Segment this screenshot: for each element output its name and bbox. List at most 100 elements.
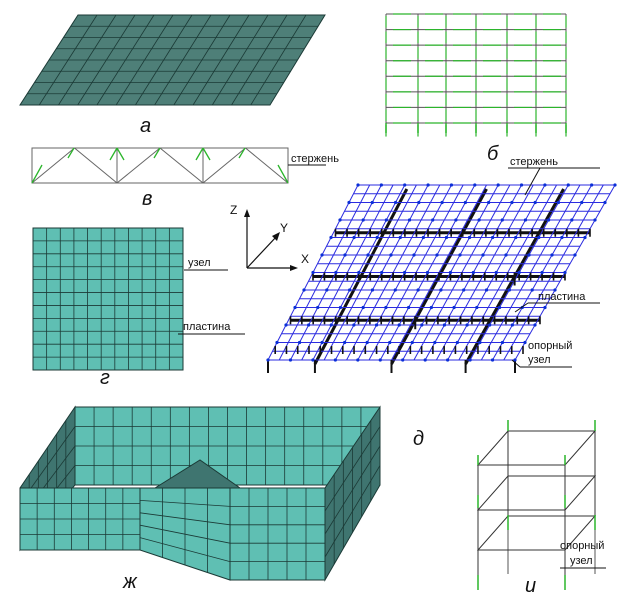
figure-d-node-dot (347, 200, 351, 205)
figure-d-node-dot (343, 253, 347, 257)
figure-d-node-dot (356, 358, 360, 362)
figure-d-node-dot (465, 323, 469, 327)
figure-d-node-dot (543, 183, 547, 187)
figure-d-node-dot (403, 270, 407, 275)
figure-d-node-dot (338, 218, 342, 222)
figure-d-node-dot (398, 235, 402, 240)
figure-d-node-dot (352, 235, 356, 240)
figure-d-node-dot (523, 218, 528, 222)
figure-d-node-dot (496, 183, 500, 187)
figure-d-node-dot (370, 200, 374, 205)
figure-d-node-dot (442, 323, 447, 327)
figure-v-diagonal (74, 147, 118, 184)
figure-v-bar-accent (67, 147, 75, 159)
figure-d-node-dot (467, 235, 472, 240)
figure-v-bar-accent (238, 147, 246, 159)
figure-v-letter: в (142, 188, 152, 210)
y-arrow-icon (272, 232, 280, 241)
figure-d-node-dot (473, 183, 477, 187)
figure-d-node-dot (384, 218, 388, 222)
figure-d-node-dot (275, 340, 279, 345)
figure-d-node-dot (357, 270, 361, 275)
figure-i-support-label-2: узел (570, 555, 593, 567)
figure-d-node-dot (401, 358, 405, 362)
figure-d-node-dot (439, 288, 443, 292)
figure-zh-front-slope-line (139, 512, 231, 526)
figure-d-node-dot (393, 200, 398, 205)
figure-d-node-dot (440, 200, 444, 205)
figure-d-node-dot (429, 305, 433, 310)
figure-d-node-dot (325, 288, 329, 292)
figure-d-node-dot (533, 323, 537, 327)
figure-d-plate-leader (514, 302, 529, 313)
figure-d-node-dot (397, 323, 401, 327)
figure-v-bar-accent (202, 147, 211, 161)
figure-d-node-dot (366, 253, 370, 257)
figure-d-node-dot (307, 323, 311, 327)
figure-d-node-dot (302, 288, 306, 292)
figure-d-node-dot (293, 305, 297, 310)
figure-d-node-dot (361, 218, 365, 222)
figure-d-node-dot (583, 235, 587, 240)
figure-d-node-dot (523, 340, 527, 345)
figure-d-node-dot (455, 340, 459, 345)
figure-d-node-dot (471, 270, 475, 275)
figure-g-plate-label: пластина (183, 321, 231, 333)
figure-v-bar-accent (153, 147, 161, 159)
figure-d-node-dot (444, 235, 449, 240)
figure-d-node-dot (311, 270, 315, 275)
figure-d-bar-leader (524, 167, 541, 196)
figure-d-support-leader (511, 359, 521, 368)
figure-d-node-dot (320, 253, 324, 257)
figure-v-diagonal (159, 147, 204, 184)
figure-d-node-dot (468, 358, 472, 362)
figure-b-frame (385, 13, 567, 137)
figure-d-node-dot (320, 340, 324, 345)
figure-d-bar-label: стержень (510, 156, 558, 168)
figure-d-node-dot (420, 323, 424, 327)
figure-g-letter: г (100, 367, 110, 389)
figure-d-plate-label: пластина (538, 291, 586, 303)
figure-g-mesh-fill (32, 227, 184, 371)
figure-d-node-dot (553, 288, 557, 292)
figure-d-node-dot (384, 305, 388, 310)
figure-d-node-dot (510, 200, 514, 205)
figure-d-node-dot (407, 305, 411, 310)
figure-d-node-dot (403, 183, 407, 187)
figure-v-bar-label: стержень (291, 153, 339, 165)
figure-d-node-dot (590, 183, 594, 187)
figure-d-node-dot (410, 340, 414, 345)
figure-d-node-dot (519, 183, 524, 187)
figure-d-node-dot (311, 358, 315, 362)
figure-i-3d-frame (476, 420, 597, 590)
figure-d-node-dot (500, 218, 504, 222)
figure-d-node-dot (510, 323, 514, 327)
figure-v-diagonal (116, 147, 161, 184)
figure-d-node-dot (514, 235, 518, 240)
figure-a-plate-mesh (19, 14, 326, 106)
figure-d-node-dot (507, 288, 511, 292)
figure-d-node-dot (435, 253, 439, 257)
figure-d-node-dot (573, 253, 577, 257)
figure-d-node-dot (560, 235, 564, 240)
figure-d-node-dot (421, 235, 425, 240)
figure-d-node-dot (352, 323, 356, 327)
figure-d-node-dot (580, 200, 584, 205)
figure-d-node-dot (490, 358, 495, 362)
figure-d-node-dot (370, 288, 375, 292)
figure-d-node-dot (266, 358, 270, 362)
figure-d-node-dot (478, 340, 482, 345)
figure-d-node-dot (334, 270, 338, 275)
figure-d-node-dot (458, 253, 462, 257)
figure-d-node-dot (417, 200, 421, 205)
figure-d-support-label-2: узел (528, 354, 551, 366)
figure-d-node-dot (431, 218, 435, 222)
figure-d-node-dot (393, 288, 397, 292)
figure-v-bar-accent (109, 147, 118, 161)
y-axis-label: Y (280, 221, 288, 235)
figure-i-support-label-1: опорный (560, 540, 604, 552)
z-arrow-icon (244, 209, 250, 217)
figure-d-node-dot (603, 200, 607, 205)
figure-d-node-dot (537, 235, 541, 240)
